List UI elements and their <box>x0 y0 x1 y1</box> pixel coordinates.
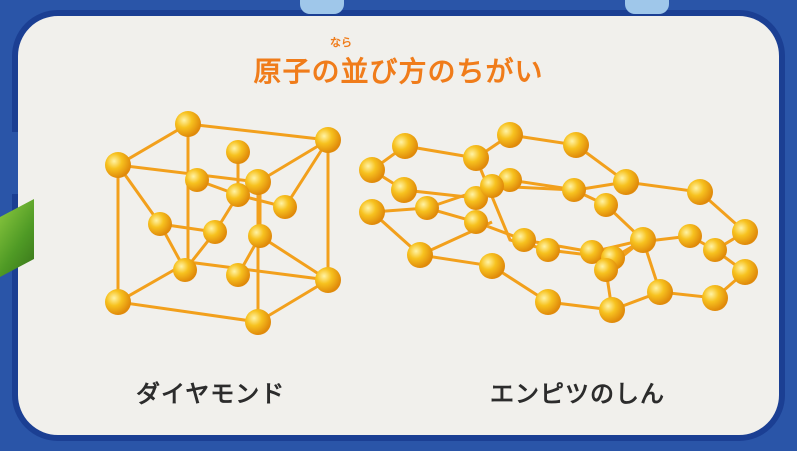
diamond-atoms <box>105 111 341 335</box>
panel-tab-left <box>300 0 344 14</box>
graphite-atoms <box>359 122 758 323</box>
content-panel <box>12 10 785 441</box>
title-ruby: なら <box>330 36 352 49</box>
diamond-caption: ダイヤモンド <box>136 380 286 408</box>
graphite-caption: エンピツのしん <box>490 380 665 408</box>
speech-notch <box>0 132 18 194</box>
graphite-structure <box>369 133 748 312</box>
panel-tab-right <box>625 0 669 14</box>
page-title: 原子の並び方のちがい <box>253 55 544 88</box>
